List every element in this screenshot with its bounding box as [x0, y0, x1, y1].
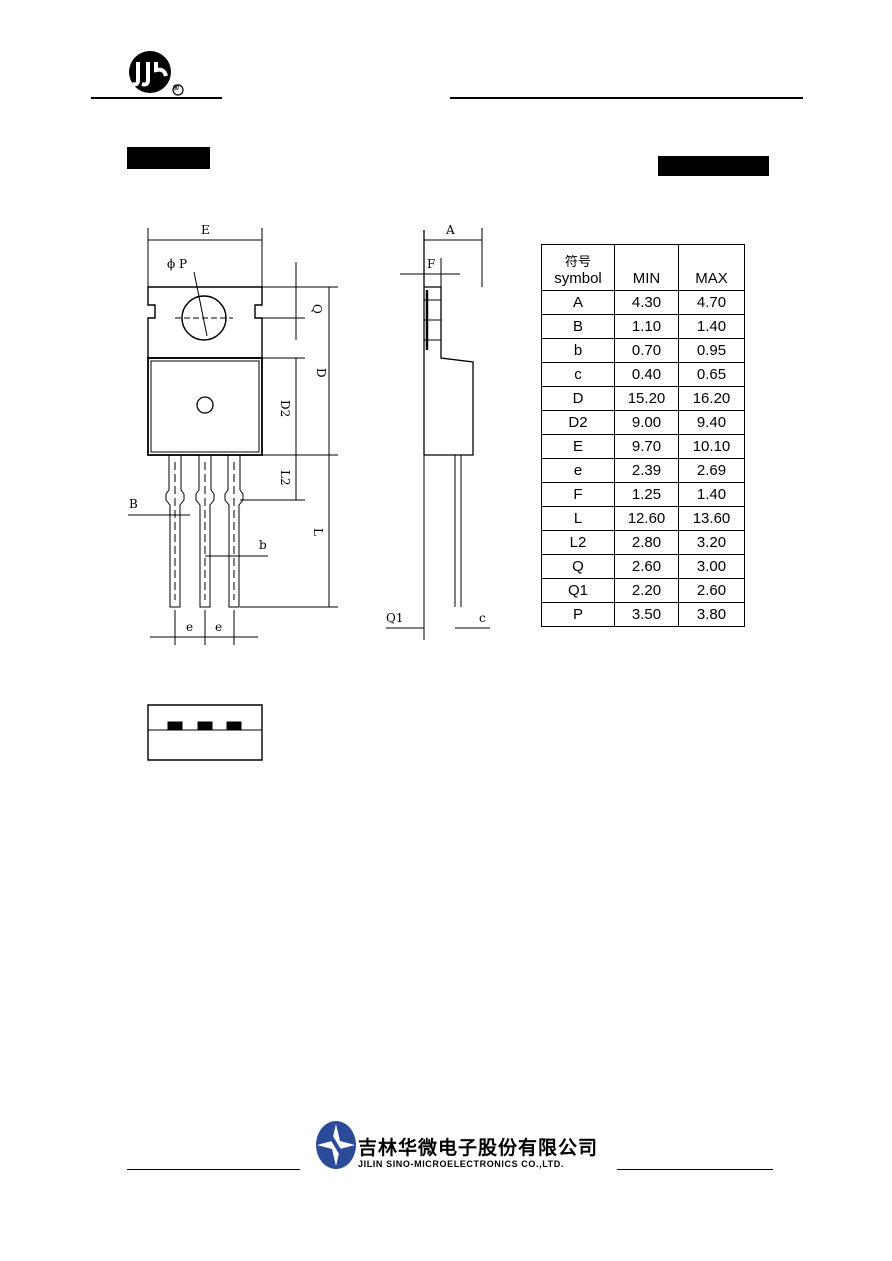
cell-min: 4.30	[614, 290, 679, 315]
header-rule-left	[91, 97, 222, 99]
header-logo: ®	[128, 50, 184, 96]
symbol-header-en: symbol	[554, 270, 602, 287]
footer-logo	[315, 1120, 357, 1170]
company-name-cn: 吉林华微电子股份有限公司	[358, 1137, 599, 1159]
cell-sym: e	[541, 458, 615, 483]
cell-sym: Q	[541, 554, 615, 579]
header-rule-right	[450, 97, 803, 99]
dim-label-D2: D2	[278, 400, 292, 417]
cell-min: 2.80	[614, 530, 679, 555]
redacted-title-left	[127, 147, 210, 169]
cell-max: 16.20	[678, 386, 745, 411]
cell-sym: F	[541, 482, 615, 507]
dim-label-e1: e	[186, 620, 193, 634]
cell-min: 2.60	[614, 554, 679, 579]
cell-min: 0.40	[614, 362, 679, 387]
redacted-title-right	[658, 156, 769, 176]
dim-label-L2: L2	[278, 470, 292, 486]
footer-rule-left	[127, 1169, 300, 1170]
cell-max: 3.20	[678, 530, 745, 555]
cell-max: 10.10	[678, 434, 745, 459]
max-header: MAX	[678, 244, 745, 291]
dim-label-F: F	[427, 257, 435, 271]
cell-max: 0.65	[678, 362, 745, 387]
min-header: MIN	[614, 244, 679, 291]
jsm-circle-logo-icon	[129, 51, 184, 96]
company-name-en: JILIN SINO-MICROELECTRONICS CO.,LTD.	[358, 1159, 564, 1169]
cell-min: 12.60	[614, 506, 679, 531]
front-view	[128, 228, 338, 645]
package-outline-drawing: E ϕ P Q D D2 L2 L B b e e A F Q1 c	[128, 223, 490, 761]
cell-min: 1.25	[614, 482, 679, 507]
cell-max: 9.40	[678, 410, 745, 435]
cell-sym: D2	[541, 410, 615, 435]
cell-max: 4.70	[678, 290, 745, 315]
star-circle-logo-icon	[316, 1121, 356, 1169]
cell-sym: b	[541, 338, 615, 363]
dim-label-A: A	[445, 223, 455, 237]
cell-min: 2.20	[614, 578, 679, 603]
side-view	[386, 228, 490, 640]
registered-mark: ®	[172, 83, 180, 92]
cell-sym: P	[541, 602, 615, 627]
dim-label-E: E	[201, 223, 210, 237]
end-view	[147, 704, 263, 761]
symbol-header: 符号 symbol	[541, 244, 615, 291]
cell-max: 13.60	[678, 506, 745, 531]
company-name: 吉林华微电子股份有限公司 JILIN SINO-MICROELECTRONICS…	[358, 1137, 598, 1170]
cell-sym: B	[541, 314, 615, 339]
dim-label-c: c	[479, 611, 486, 625]
table-header-row: 符号 symbol MIN MAX	[541, 244, 745, 291]
dim-label-phiP: ϕ P	[167, 257, 187, 271]
cell-min: 9.70	[614, 434, 679, 459]
cell-max: 1.40	[678, 314, 745, 339]
dim-label-e2: e	[215, 620, 222, 634]
cell-min: 0.70	[614, 338, 679, 363]
dim-label-B: B	[129, 497, 138, 511]
cell-min: 9.00	[614, 410, 679, 435]
dim-label-b: b	[259, 538, 267, 552]
dim-label-L: L	[311, 528, 325, 536]
cell-max: 3.00	[678, 554, 745, 579]
cell-max: 1.40	[678, 482, 745, 507]
cell-sym: E	[541, 434, 615, 459]
cell-max: 2.69	[678, 458, 745, 483]
cell-max: 2.60	[678, 578, 745, 603]
cell-max: 0.95	[678, 338, 745, 363]
dim-label-Q: Q	[310, 304, 324, 314]
symbol-header-cn: 符号	[564, 255, 591, 270]
cell-max: 3.80	[678, 602, 745, 627]
cell-sym: D	[541, 386, 615, 411]
cell-sym: L	[541, 506, 615, 531]
cell-min: 15.20	[614, 386, 679, 411]
cell-min: 3.50	[614, 602, 679, 627]
cell-sym: A	[541, 290, 615, 315]
dim-label-Q1: Q1	[386, 611, 403, 625]
cell-sym: L2	[541, 530, 615, 555]
cell-sym: Q1	[541, 578, 615, 603]
cell-min: 1.10	[614, 314, 679, 339]
dim-label-D: D	[314, 368, 328, 378]
cell-min: 2.39	[614, 458, 679, 483]
footer-rule-right	[617, 1169, 773, 1170]
cell-sym: c	[541, 362, 615, 387]
